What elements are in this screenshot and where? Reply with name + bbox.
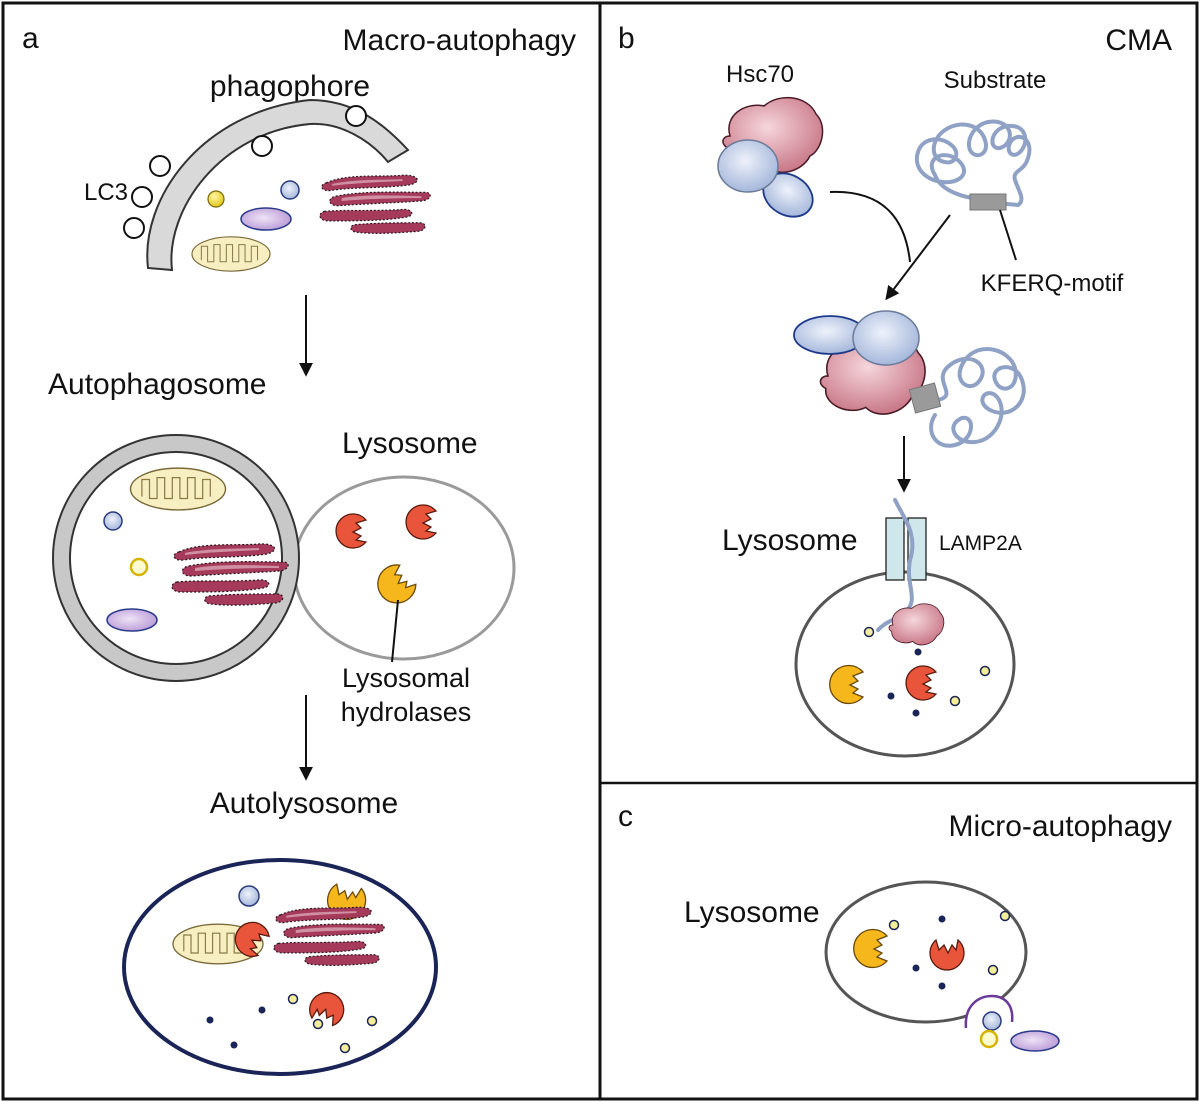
panel-a-letter: a	[22, 22, 39, 55]
substrate-label: Substrate	[944, 67, 1047, 94]
phagophore-cargo	[191, 174, 431, 272]
panel-a-title: Macro-autophagy	[343, 24, 576, 57]
lysosome-b	[794, 498, 1016, 758]
lysosome-a	[292, 475, 516, 661]
hydrolases-label-line2: hydrolases	[341, 697, 472, 727]
substrate-protein	[914, 119, 1032, 211]
autolysosome-label: Autolysosome	[210, 787, 398, 820]
lc3-label: LC3	[84, 179, 128, 206]
panel-b-letter: b	[618, 22, 635, 55]
lysosome-c	[824, 880, 1060, 1052]
phagophore-label: phagophore	[210, 70, 370, 103]
autolysosome	[122, 858, 438, 1076]
kferq-pointer	[999, 209, 1017, 261]
phagophore-membrane	[146, 98, 410, 272]
lc3-markers	[123, 105, 367, 239]
hsc70-label: Hsc70	[726, 61, 794, 88]
kferq-label: KFERQ-motif	[981, 270, 1124, 297]
hsc70-substrate-complex	[793, 310, 1026, 448]
hsc70-protein	[717, 96, 824, 218]
panel-a: a Macro-autophagy phagophore LC3 Autopha…	[22, 22, 576, 1076]
lysosome-label-a: Lysosome	[342, 427, 478, 460]
lysosome-label-b: Lysosome	[722, 524, 858, 557]
hydrolases-label-line1: Lysosomal	[342, 663, 470, 693]
panel-c-title: Micro-autophagy	[949, 810, 1172, 843]
panel-b: b CMA Hsc70 Substrate KFERQ-motif	[618, 22, 1172, 758]
panel-b-title: CMA	[1105, 24, 1172, 57]
lamp2a-label: LAMP2A	[939, 532, 1022, 555]
lysosome-label-c: Lysosome	[684, 896, 820, 929]
hydrolase-pointer	[391, 599, 399, 663]
autophagosome	[52, 434, 300, 682]
autophagosome-label: Autophagosome	[48, 368, 267, 401]
panel-c: c Micro-autophagy Lysosome	[618, 800, 1172, 1052]
panel-c-letter: c	[618, 800, 633, 833]
arrow-to-complex	[885, 214, 951, 301]
